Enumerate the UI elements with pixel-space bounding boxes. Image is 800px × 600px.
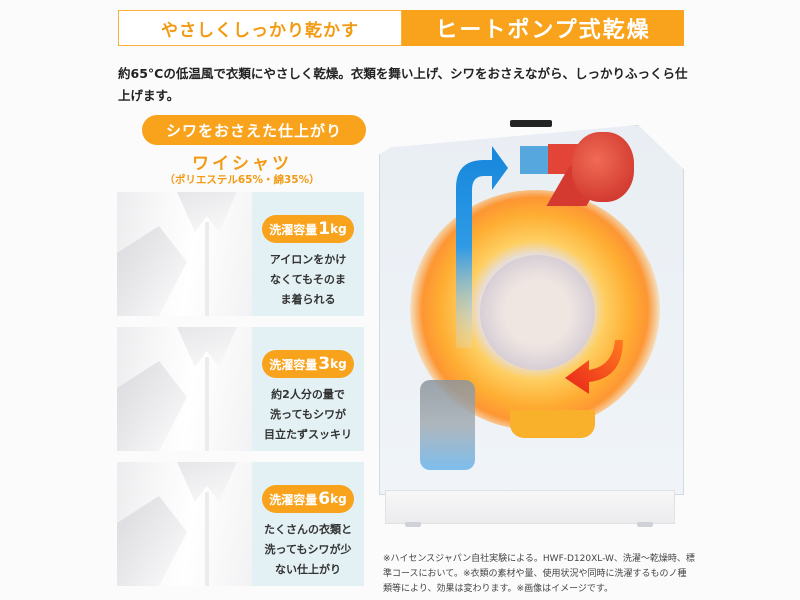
desc-line: 洗ってもシワが [270,408,346,421]
drum-tray [510,410,595,438]
lead-description: 約65°Cの低温風で衣類にやさしく乾燥。衣類を舞い上げ、シワをおさえながら、しっ… [118,66,688,103]
fan-motor [572,132,634,202]
shirt-photo [117,462,252,586]
badge-unit: kg [330,357,347,371]
machine-foot [637,522,653,527]
shirt-title: ワイシャツ [192,154,292,174]
desc-line: たくさんの衣類と [264,523,352,536]
desc-line: なくてもそのま [270,273,346,286]
machine-base [385,490,675,524]
badge-number: 6 [318,489,331,509]
badge-unit: kg [330,492,347,506]
badge-unit: kg [330,222,347,236]
badge-prefix: 洗濯容量 [269,357,318,372]
gentle-drying-label: やさしくしっかり乾かす [118,10,402,46]
wrinkle-reduction-pill: シワをおさえた仕上がり [142,115,366,145]
badge-number: 3 [318,354,331,374]
badge-prefix: 洗濯容量 [269,492,318,507]
desc-line: 目立たずスッキリ [264,428,352,441]
drum-laundry [480,255,595,370]
washer-dryer-illustration [375,110,695,530]
desc-line: ま着られる [280,293,336,306]
evaporator [520,146,548,174]
compressor [420,380,475,470]
blue-airflow-arrow-icon [456,146,508,348]
desc-line: ない仕上がり [275,563,341,576]
control-display [510,120,552,127]
panel-description: アイロンをかけ なくてもそのま ま着られる [270,250,346,310]
desc-line: 洗ってもシワが少 [264,543,352,556]
badge-number: 1 [318,219,331,239]
panel-description: 約2人分の量で 洗ってもシワが 目立たずスッキリ [264,385,352,445]
red-heat-arrow-icon [565,340,623,394]
desc-line: アイロンをかけ [269,253,347,266]
shirt-photo [117,327,252,451]
feature-header-band: やさしくしっかり乾かす ヒートポンプ式乾燥 [118,10,684,46]
heat-pump-unit [520,132,640,210]
desc-line: 約2人分の量で [271,388,345,401]
heat-pump-drying-label: ヒートポンプ式乾燥 [402,10,684,46]
machine-foot [405,522,421,527]
shirt-material: （ポリエステル65%・綿35%） [164,174,320,186]
badge-prefix: 洗濯容量 [269,222,318,237]
shirt-photo [117,192,252,316]
panel-description: たくさんの衣類と 洗ってもシワが少 ない仕上がり [264,520,352,580]
footnote: ※ハイセンスジャパン自社実験による。HWF-D120XL-W、洗濯～乾燥時、標準… [383,554,695,594]
